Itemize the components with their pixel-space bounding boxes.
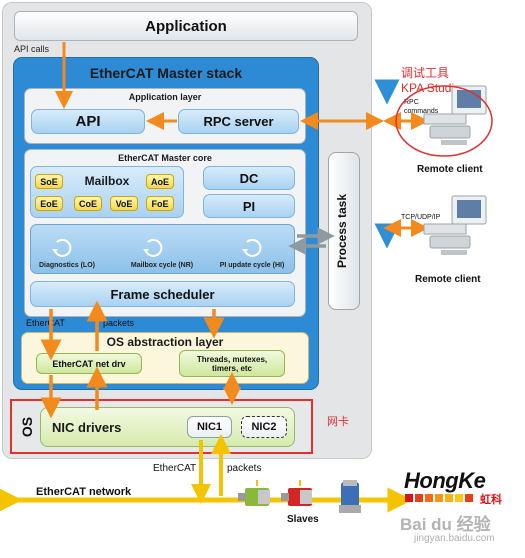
- tcp-udp-ip-label: TCP/UDP/IP: [401, 214, 441, 221]
- kpa-studio-highlight: [395, 85, 493, 157]
- nic2-box: NIC2: [241, 416, 287, 438]
- foe-box: FoE: [146, 196, 174, 211]
- ethercat-bottom-label: EtherCAT: [153, 463, 197, 474]
- nic1-label: NIC1: [196, 421, 223, 433]
- master-core-title: EtherCAT Master core: [118, 153, 212, 163]
- aoe-box: AoE: [146, 174, 174, 189]
- diagnostics-label: Diagnostics (LO): [38, 262, 95, 269]
- computer-icon: [423, 195, 487, 255]
- nic-drivers-label: NIC drivers: [52, 420, 122, 435]
- slaves-label: Slaves: [287, 514, 319, 525]
- hongke-logo-squares: [405, 494, 473, 502]
- api-box: API: [31, 109, 145, 134]
- cycles-box: [30, 224, 295, 274]
- frame-scheduler-box: Frame scheduler: [30, 281, 295, 307]
- nic2-label: NIC2: [251, 421, 277, 433]
- remote-client-2-label: Remote client: [415, 274, 481, 285]
- soe-box: SoE: [35, 174, 63, 189]
- voe-label: VoE: [115, 198, 133, 209]
- pi-box: PI: [203, 194, 295, 218]
- hongke-cn-text: 虹科: [480, 494, 502, 506]
- watermark-text: Bai du 经验: [400, 515, 491, 534]
- debug-tool-label: 调试工具: [401, 66, 450, 80]
- hongke-logo-text: HongKe: [404, 468, 486, 493]
- api-label: API: [75, 113, 101, 130]
- coe-label: CoE: [79, 198, 97, 209]
- pi-label: PI: [242, 198, 256, 214]
- watermark-url: jingyan.baidu.com: [414, 533, 495, 544]
- net-drv-label: EtherCAT net drv: [52, 358, 126, 369]
- ethercat-left-label: EtherCAT: [26, 318, 65, 328]
- application-label: Application: [145, 17, 227, 35]
- dc-label: DC: [239, 170, 259, 186]
- application-layer-title: Application layer: [128, 92, 202, 102]
- packets-top-label: packets: [103, 318, 135, 328]
- eoe-label: EoE: [40, 198, 58, 209]
- os-abstraction-title: OS abstraction layer: [106, 335, 224, 349]
- voe-box: VoE: [110, 196, 138, 211]
- mailbox-title: Mailbox: [84, 174, 130, 188]
- rpc-server-box: RPC server: [178, 109, 299, 134]
- frame-scheduler-label: Frame scheduler: [110, 286, 215, 302]
- threads-label: Threads, mutexes, timers, etc: [196, 354, 268, 373]
- pi-update-cycle-label: PI update cycle (HI): [219, 262, 285, 269]
- foe-label: FoE: [151, 198, 169, 209]
- api-calls-label: API calls: [14, 44, 50, 54]
- nic1-box: NIC1: [187, 416, 232, 438]
- soe-label: SoE: [40, 176, 58, 187]
- aoe-label: AoE: [151, 176, 169, 187]
- packets-bottom-label: packets: [227, 463, 262, 474]
- eoe-box: EoE: [35, 196, 63, 211]
- rpc-server-label: RPC server: [203, 114, 274, 129]
- rpc-commands-label: RPC commands: [404, 99, 439, 115]
- kpa-studio-label: KPA Studio: [401, 81, 461, 95]
- refresh-cycle-icon: [54, 238, 262, 257]
- remote-client-1-label: Remote client: [417, 164, 483, 175]
- servo-motor-icon: [238, 480, 361, 513]
- wangka-label: 网卡: [327, 416, 349, 428]
- application-box: Application: [14, 11, 358, 41]
- master-stack-title: EtherCAT Master stack: [89, 65, 243, 81]
- mailbox-cycle-label: Mailbox cycle (NR): [130, 262, 194, 269]
- coe-box: CoE: [74, 196, 102, 211]
- dc-box: DC: [203, 166, 295, 190]
